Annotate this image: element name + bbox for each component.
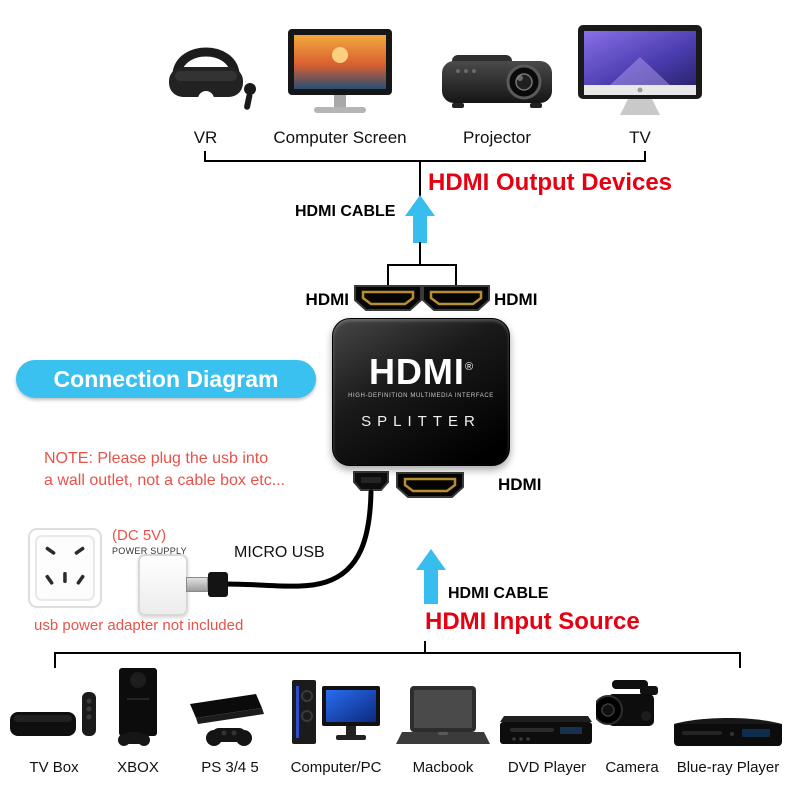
- input-device-bluray-player: Blue-ray Player: [672, 672, 784, 776]
- dc-5v-label: (DC 5V): [112, 527, 167, 544]
- camera-icon: [593, 674, 668, 753]
- desktop-pc-icon: [288, 678, 384, 753]
- device-label: Computer Screen: [273, 128, 407, 147]
- up-arrow-icon: [416, 549, 446, 604]
- output-device-vr: VR: [148, 30, 263, 148]
- output-heading: HDMI Output Devices: [428, 169, 673, 196]
- hdmi-cable-label-top: HDMI CABLE: [295, 203, 396, 220]
- device-label: VR: [193, 128, 218, 147]
- input-device-camera: Camera: [593, 672, 668, 776]
- device-label: Projector: [462, 128, 532, 147]
- output-device-computer-screen: Computer Screen: [270, 29, 410, 148]
- connection-diagram-badge: Connection Diagram: [16, 360, 316, 398]
- wall-outlet-icon: [28, 528, 102, 613]
- input-device-computer-pc: Computer/PC: [288, 672, 384, 776]
- dvd-player-icon: [498, 688, 596, 753]
- output-device-tv: TV: [570, 25, 710, 148]
- usb-note-line2: a wall outlet, not a cable box etc...: [44, 471, 286, 489]
- hdmi-splitter-box: HDMI® HIGH-DEFINITION MULTIMEDIA INTERFA…: [332, 318, 510, 466]
- tv-box-icon: [8, 678, 100, 753]
- device-label: Blue-ray Player: [676, 759, 780, 776]
- usb-cable: [223, 489, 374, 589]
- device-label: TV: [629, 128, 651, 147]
- usb-plug-metal-icon: [186, 577, 208, 592]
- device-label: DVD Player: [507, 759, 587, 776]
- input-device-xbox: XBOX: [102, 668, 174, 776]
- device-label: PS 3/4 5: [201, 759, 259, 776]
- output-device-projector: Projector: [438, 30, 556, 148]
- input-device-tv-box: TV Box: [8, 672, 100, 776]
- micro-usb-label: MICRO USB: [234, 544, 325, 561]
- device-label: Camera: [605, 759, 659, 776]
- input-device-macbook: Macbook: [396, 672, 490, 776]
- hdmi-port-label-right: HDMI: [494, 290, 538, 309]
- splitter-subtitle: HIGH-DEFINITION MULTIMEDIA INTERFACE: [348, 393, 494, 399]
- xbox-icon: [102, 668, 174, 753]
- tv-icon: [570, 25, 710, 122]
- device-label: Computer/PC: [290, 759, 382, 776]
- usb-note-line1: NOTE: Please plug the usb into: [44, 450, 269, 467]
- projector-icon: [438, 45, 556, 122]
- hdmi-input-plug: [396, 472, 464, 498]
- power-supply-label: POWER SUPPLY: [112, 546, 187, 556]
- hdmi-port-label-left: HDMI: [305, 290, 349, 309]
- input-device-dvd-player: DVD Player: [498, 672, 596, 776]
- up-arrow-icon: [405, 195, 435, 243]
- device-label: Macbook: [412, 759, 474, 776]
- input-heading: HDMI Input Source: [425, 608, 640, 635]
- playstation-icon: [182, 672, 278, 753]
- device-label: TV Box: [29, 759, 79, 776]
- hdmi-output-plug-left: [354, 285, 422, 311]
- vr-headset-icon: [151, 31, 261, 122]
- usb-plug-body-icon: [208, 572, 228, 597]
- hdmi-cable-label-bottom: HDMI CABLE: [448, 585, 549, 602]
- bluray-player-icon: [672, 692, 784, 753]
- laptop-icon: [396, 684, 490, 753]
- registered-mark: ®: [464, 361, 474, 373]
- splitter-brand: HDMI®: [368, 351, 474, 392]
- usb-note: NOTE: Please plug the usb into a wall ou…: [44, 448, 285, 491]
- usb-power-adapter-icon: [138, 554, 188, 616]
- device-label: XBOX: [117, 759, 159, 776]
- monitor-icon: [270, 29, 410, 122]
- micro-usb-plug: [353, 471, 389, 491]
- input-device-playstation: PS 3/4 5: [182, 672, 278, 776]
- adapter-disclaimer: usb power adapter not included: [34, 617, 244, 634]
- hdmi-output-plug-right: [422, 285, 490, 311]
- hdmi-input-port-label: HDMI: [498, 475, 542, 494]
- splitter-name: SPLITTER: [361, 413, 481, 430]
